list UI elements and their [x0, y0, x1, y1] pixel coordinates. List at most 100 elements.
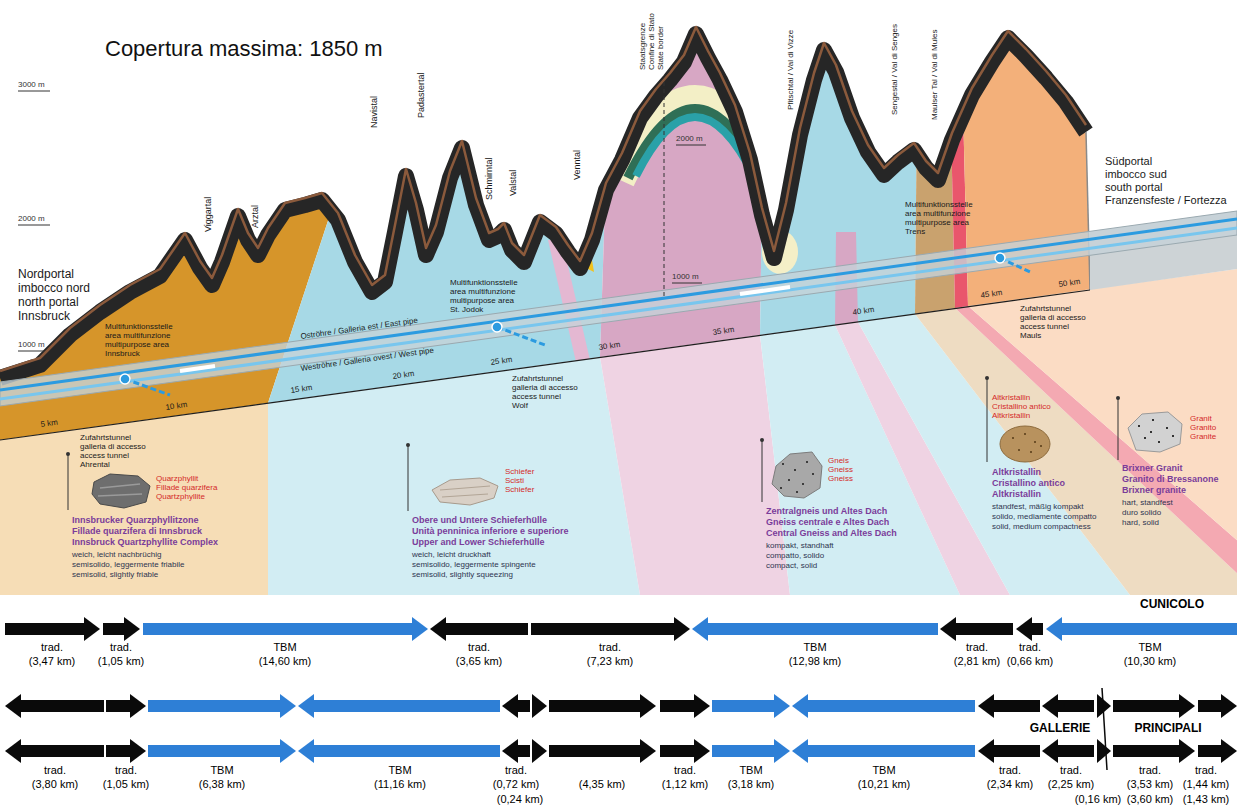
method-arrow	[808, 700, 975, 712]
method-label: TBM	[273, 641, 296, 654]
rock-legend-text: Schiefer	[505, 485, 534, 494]
length-label: (3,47 km)	[29, 655, 75, 668]
border-line	[664, 82, 665, 298]
rock-sample	[432, 478, 498, 505]
rock-legend-text: semisolid, slightly squeezing	[412, 570, 513, 579]
length-label: (0,66 km)	[1007, 655, 1053, 668]
method-arrow	[660, 700, 694, 712]
method-arrow	[106, 700, 130, 712]
rock-texture	[1012, 434, 1042, 452]
valley-label: Schmirntal	[484, 157, 494, 200]
rock-legend-text: semisolido, leggermente friabile	[72, 560, 185, 569]
portal-label: Nordportal	[18, 268, 74, 282]
length-label: TBM	[388, 764, 411, 777]
method-arrow	[1062, 623, 1237, 635]
rock-legend: QuarzphyllitFillade quarziferaQuartzphyl…	[72, 474, 221, 582]
length-label: (3,60 km)	[1127, 793, 1173, 806]
valley-label: Sengestal / Val di Senges	[890, 24, 899, 115]
rock-legend-text: solido, mediamente compatto	[992, 512, 1097, 521]
length-label: (1,44 km)	[1183, 778, 1229, 791]
length-label: (4,35 km)	[579, 778, 625, 791]
section-heading: GALLERIE	[1030, 722, 1091, 736]
length-label: trad.	[115, 764, 137, 777]
legend-bracket	[987, 378, 988, 462]
rock-legend-text: Cristallino antico	[992, 402, 1051, 411]
legend-bracket	[406, 443, 410, 447]
method-arrow	[314, 700, 500, 712]
length-label: TBM	[739, 764, 762, 777]
ground-band	[600, 335, 790, 595]
elevation-tick	[18, 91, 50, 92]
rock-legend-text: compact, solid	[766, 561, 817, 570]
access-label: galleria di accesso	[512, 383, 578, 392]
legend-bracket	[66, 452, 70, 456]
rock-sample	[1128, 412, 1182, 452]
method-arrow	[708, 623, 938, 635]
rock-texture	[1138, 420, 1174, 442]
method-arrow	[549, 745, 640, 757]
method-arrow	[994, 700, 1040, 712]
multipurpose-label: multipurpose area	[105, 340, 169, 349]
portal-label: Innsbruck	[18, 310, 70, 324]
length-label: (6,38 km)	[199, 778, 245, 791]
length-label: trad.	[44, 764, 66, 777]
multipurpose-label: Multifunktionsstelle	[105, 322, 173, 331]
rock-legend-text: Scisti	[505, 476, 524, 485]
length-label: trad.	[1195, 764, 1217, 777]
rock-legend-text: Brixner granite	[1122, 485, 1186, 495]
rock-legend-text: duro solido	[1122, 508, 1161, 517]
elevation-label: 1000 m	[18, 340, 45, 349]
multipurpose-point	[995, 253, 1005, 263]
method-arrow	[1198, 745, 1221, 757]
rock-legend-text: Brixner Granit	[1122, 463, 1183, 473]
valley-label: Viggartal	[203, 197, 213, 232]
legend-bracket	[1118, 398, 1119, 460]
legend-bracket	[760, 438, 764, 442]
elevation-tick	[676, 145, 706, 146]
method-label: TBM	[803, 641, 826, 654]
length-label: (2,25 km)	[1048, 778, 1094, 791]
access-label: access tunnel	[1020, 322, 1069, 331]
length-label: (14,60 km)	[259, 655, 312, 668]
multipurpose-label: Trens	[905, 227, 925, 236]
multipurpose-label: Multifunktionsstelle	[450, 278, 518, 287]
rock-legend-text: Gneis	[828, 456, 849, 465]
rock-legend-text: Schiefer	[505, 467, 534, 476]
rock-sample	[1000, 426, 1050, 462]
length-label: trad.	[999, 764, 1021, 777]
access-label: galleria di accesso	[1020, 313, 1086, 322]
station-mark	[180, 366, 215, 371]
method-arrow	[518, 700, 530, 712]
method-arrow	[712, 745, 774, 757]
length-label: (12,98 km)	[789, 655, 842, 668]
method-arrow	[518, 745, 530, 757]
elevation-label: 2000 m	[18, 214, 45, 223]
rock-legend-text: Obere und Untere Schieferhülle	[412, 515, 547, 525]
rock-legend-text: Upper and Lower Schieferhülle	[412, 537, 545, 547]
length-label: trad.	[1139, 764, 1161, 777]
valley-label: Padastertal	[416, 72, 426, 118]
length-label: (3,80 km)	[32, 778, 78, 791]
access-label: Mauls	[1020, 331, 1041, 340]
rock-legend-text: semisolid, slightly friable	[72, 570, 158, 579]
rock-legend-text: Gneiss centrale e Altes Dach	[766, 517, 889, 527]
method-arrow	[808, 745, 975, 757]
length-label: (1,05 km)	[98, 655, 144, 668]
rock-legend-text: Granit	[1190, 414, 1212, 423]
valley-label: Arztal	[250, 205, 260, 228]
legend-bracket	[68, 454, 69, 510]
legend-bracket	[408, 445, 409, 511]
access-label: access tunnel	[512, 392, 561, 401]
method-arrow	[1058, 700, 1094, 712]
method-arrow	[531, 623, 674, 635]
method-arrow	[956, 623, 1013, 635]
multipurpose-label: Multifunktionsstelle	[905, 200, 973, 209]
length-label: trad.	[505, 764, 527, 777]
west-pipe	[0, 228, 1237, 399]
valley-label: Pfitschtal / Val di Vizze	[786, 30, 795, 110]
access-tunnel	[497, 327, 545, 345]
portal-label: south portal	[1105, 181, 1162, 194]
elevation-tick	[672, 283, 702, 284]
elevation-label: 1000 m	[672, 272, 699, 281]
method-arrow	[1113, 745, 1179, 757]
